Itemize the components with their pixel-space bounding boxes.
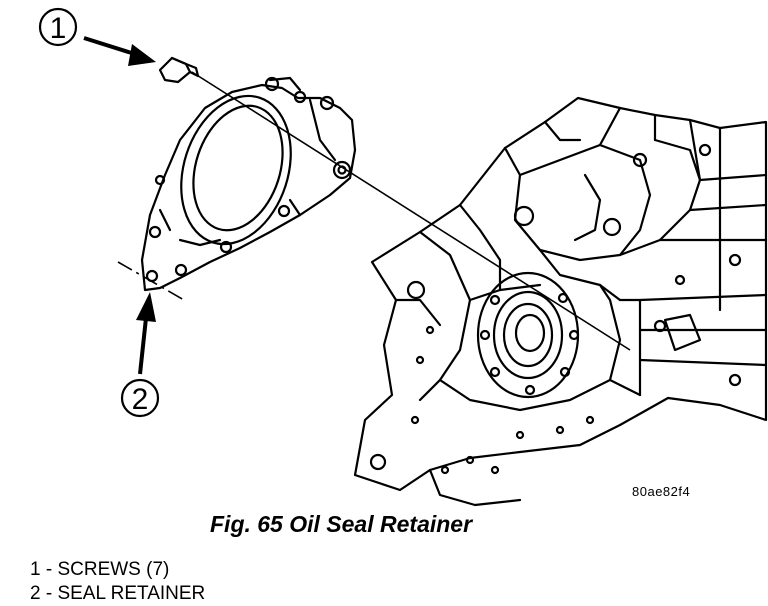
seal-retainer <box>140 76 357 292</box>
figure-caption: Fig. 65 Oil Seal Retainer <box>210 511 473 537</box>
legend: 1 - SCREWS (7) 2 - SEAL RETAINER <box>30 558 205 606</box>
alignment-lines <box>117 71 631 351</box>
callout-2-label: 2 <box>132 383 149 416</box>
callout-1: 1 <box>38 7 156 66</box>
callout-1-label: 1 <box>50 12 67 45</box>
legend-item-seal-retainer: 2 - SEAL RETAINER <box>30 583 206 604</box>
legend-item-screws: 1 - SCREWS (7) <box>30 559 170 580</box>
screw-icon <box>158 56 200 84</box>
callout-2: 2 <box>120 292 160 418</box>
image-code: 80ae82f4 <box>632 484 691 499</box>
oil-seal-retainer-illustration: 1 2 <box>38 7 768 507</box>
engine-block <box>353 96 768 507</box>
